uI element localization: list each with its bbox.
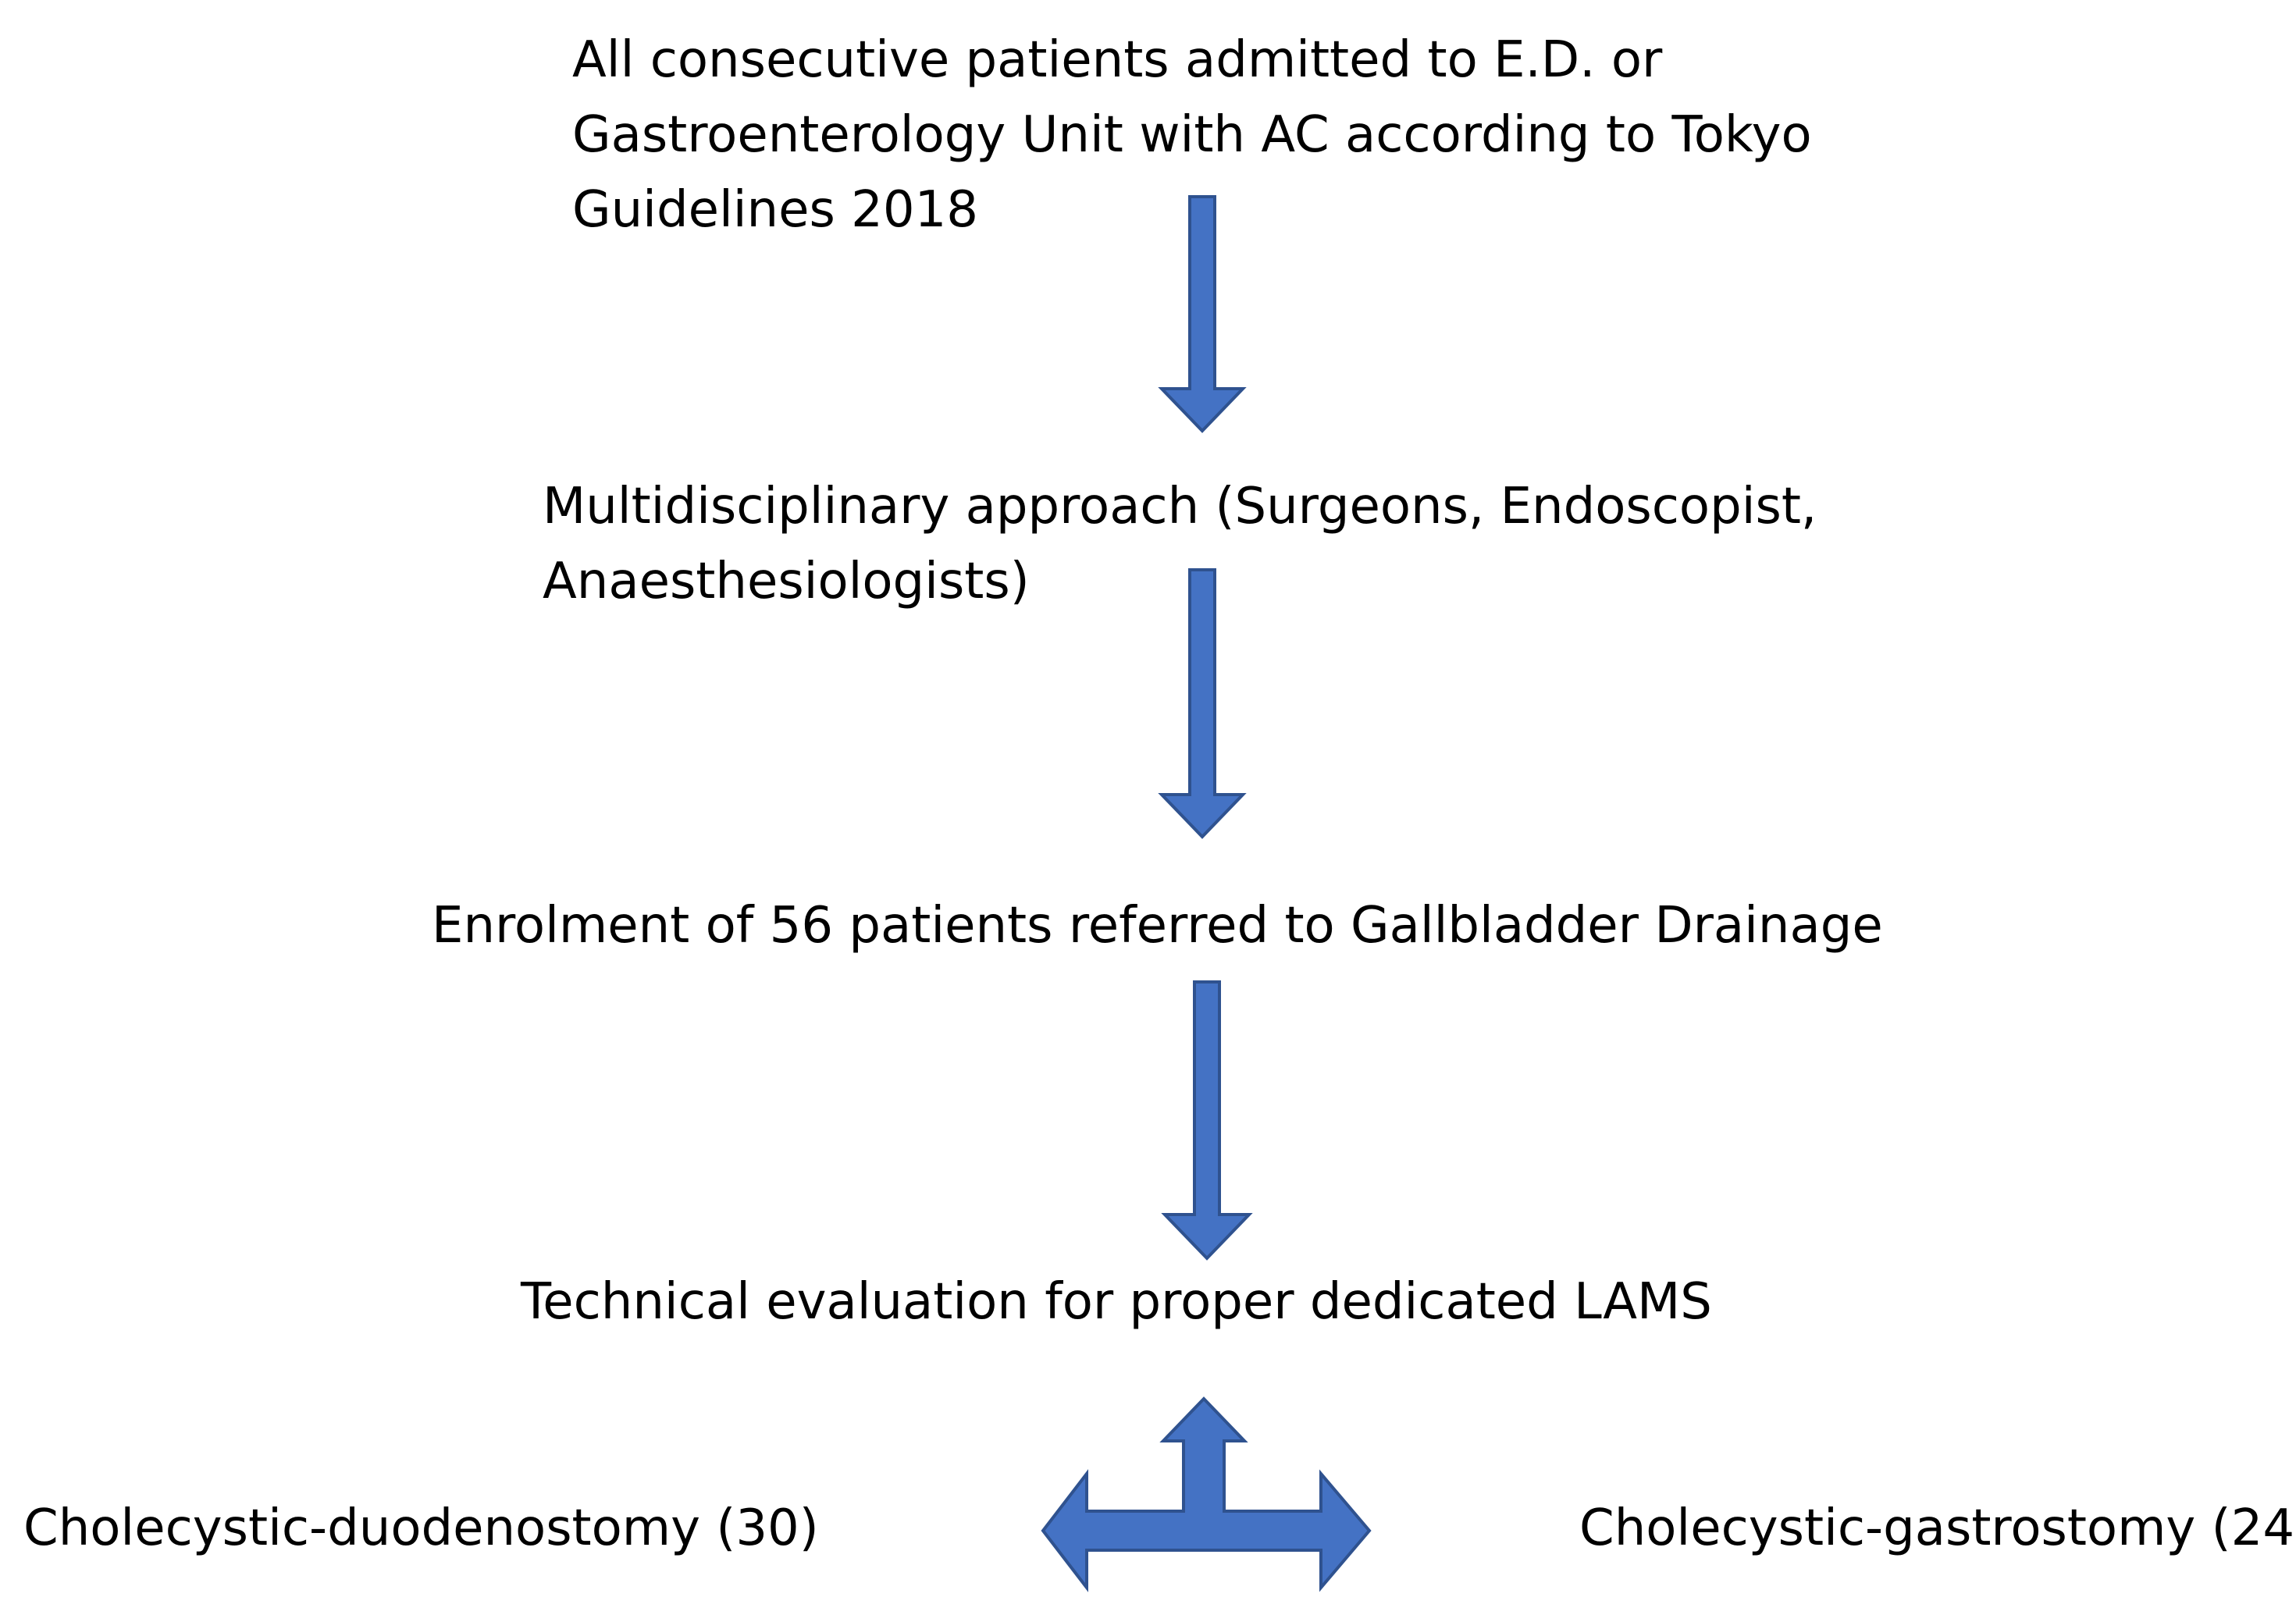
down-arrow-shape [1161, 980, 1253, 1261]
branch-duodenostomy: Cholecystic-duodenostomy (30) [23, 1491, 819, 1566]
step-inclusion-criteria: All consecutive patients admitted to E.D… [572, 23, 1812, 247]
step-enrolment: Enrolment of 56 patients referred to Gal… [432, 888, 1883, 963]
down-arrow-shape [1158, 195, 1247, 433]
step-line: Technical evaluation for proper dedicate… [521, 1273, 1712, 1331]
three-way-arrow [1041, 1396, 1372, 1592]
step-line: Anaesthesiologists) [543, 553, 1030, 610]
down-arrow-2 [1158, 568, 1247, 839]
down-arrow-3 [1161, 980, 1253, 1261]
down-arrow-1 [1158, 195, 1247, 433]
step-line: Gastroenterology Unit with AC according … [572, 106, 1812, 164]
branch-label: Cholecystic-gastrostomy (24) [1579, 1499, 2296, 1557]
step-line: Enrolment of 56 patients referred to Gal… [432, 897, 1883, 955]
step-technical-evaluation: Technical evaluation for proper dedicate… [521, 1265, 1712, 1339]
step-multidisciplinary: Multidisciplinary approach (Surgeons, En… [543, 469, 1817, 619]
step-line: All consecutive patients admitted to E.D… [572, 31, 1663, 89]
branch-label: Cholecystic-duodenostomy (30) [23, 1499, 819, 1557]
down-arrow-shape [1158, 568, 1247, 839]
three-way-arrow-shape [1041, 1396, 1372, 1592]
branch-gastrostomy: Cholecystic-gastrostomy (24) [1579, 1491, 2296, 1566]
step-line: Multidisciplinary approach (Surgeons, En… [543, 478, 1817, 535]
step-line: Guidelines 2018 [572, 181, 978, 239]
